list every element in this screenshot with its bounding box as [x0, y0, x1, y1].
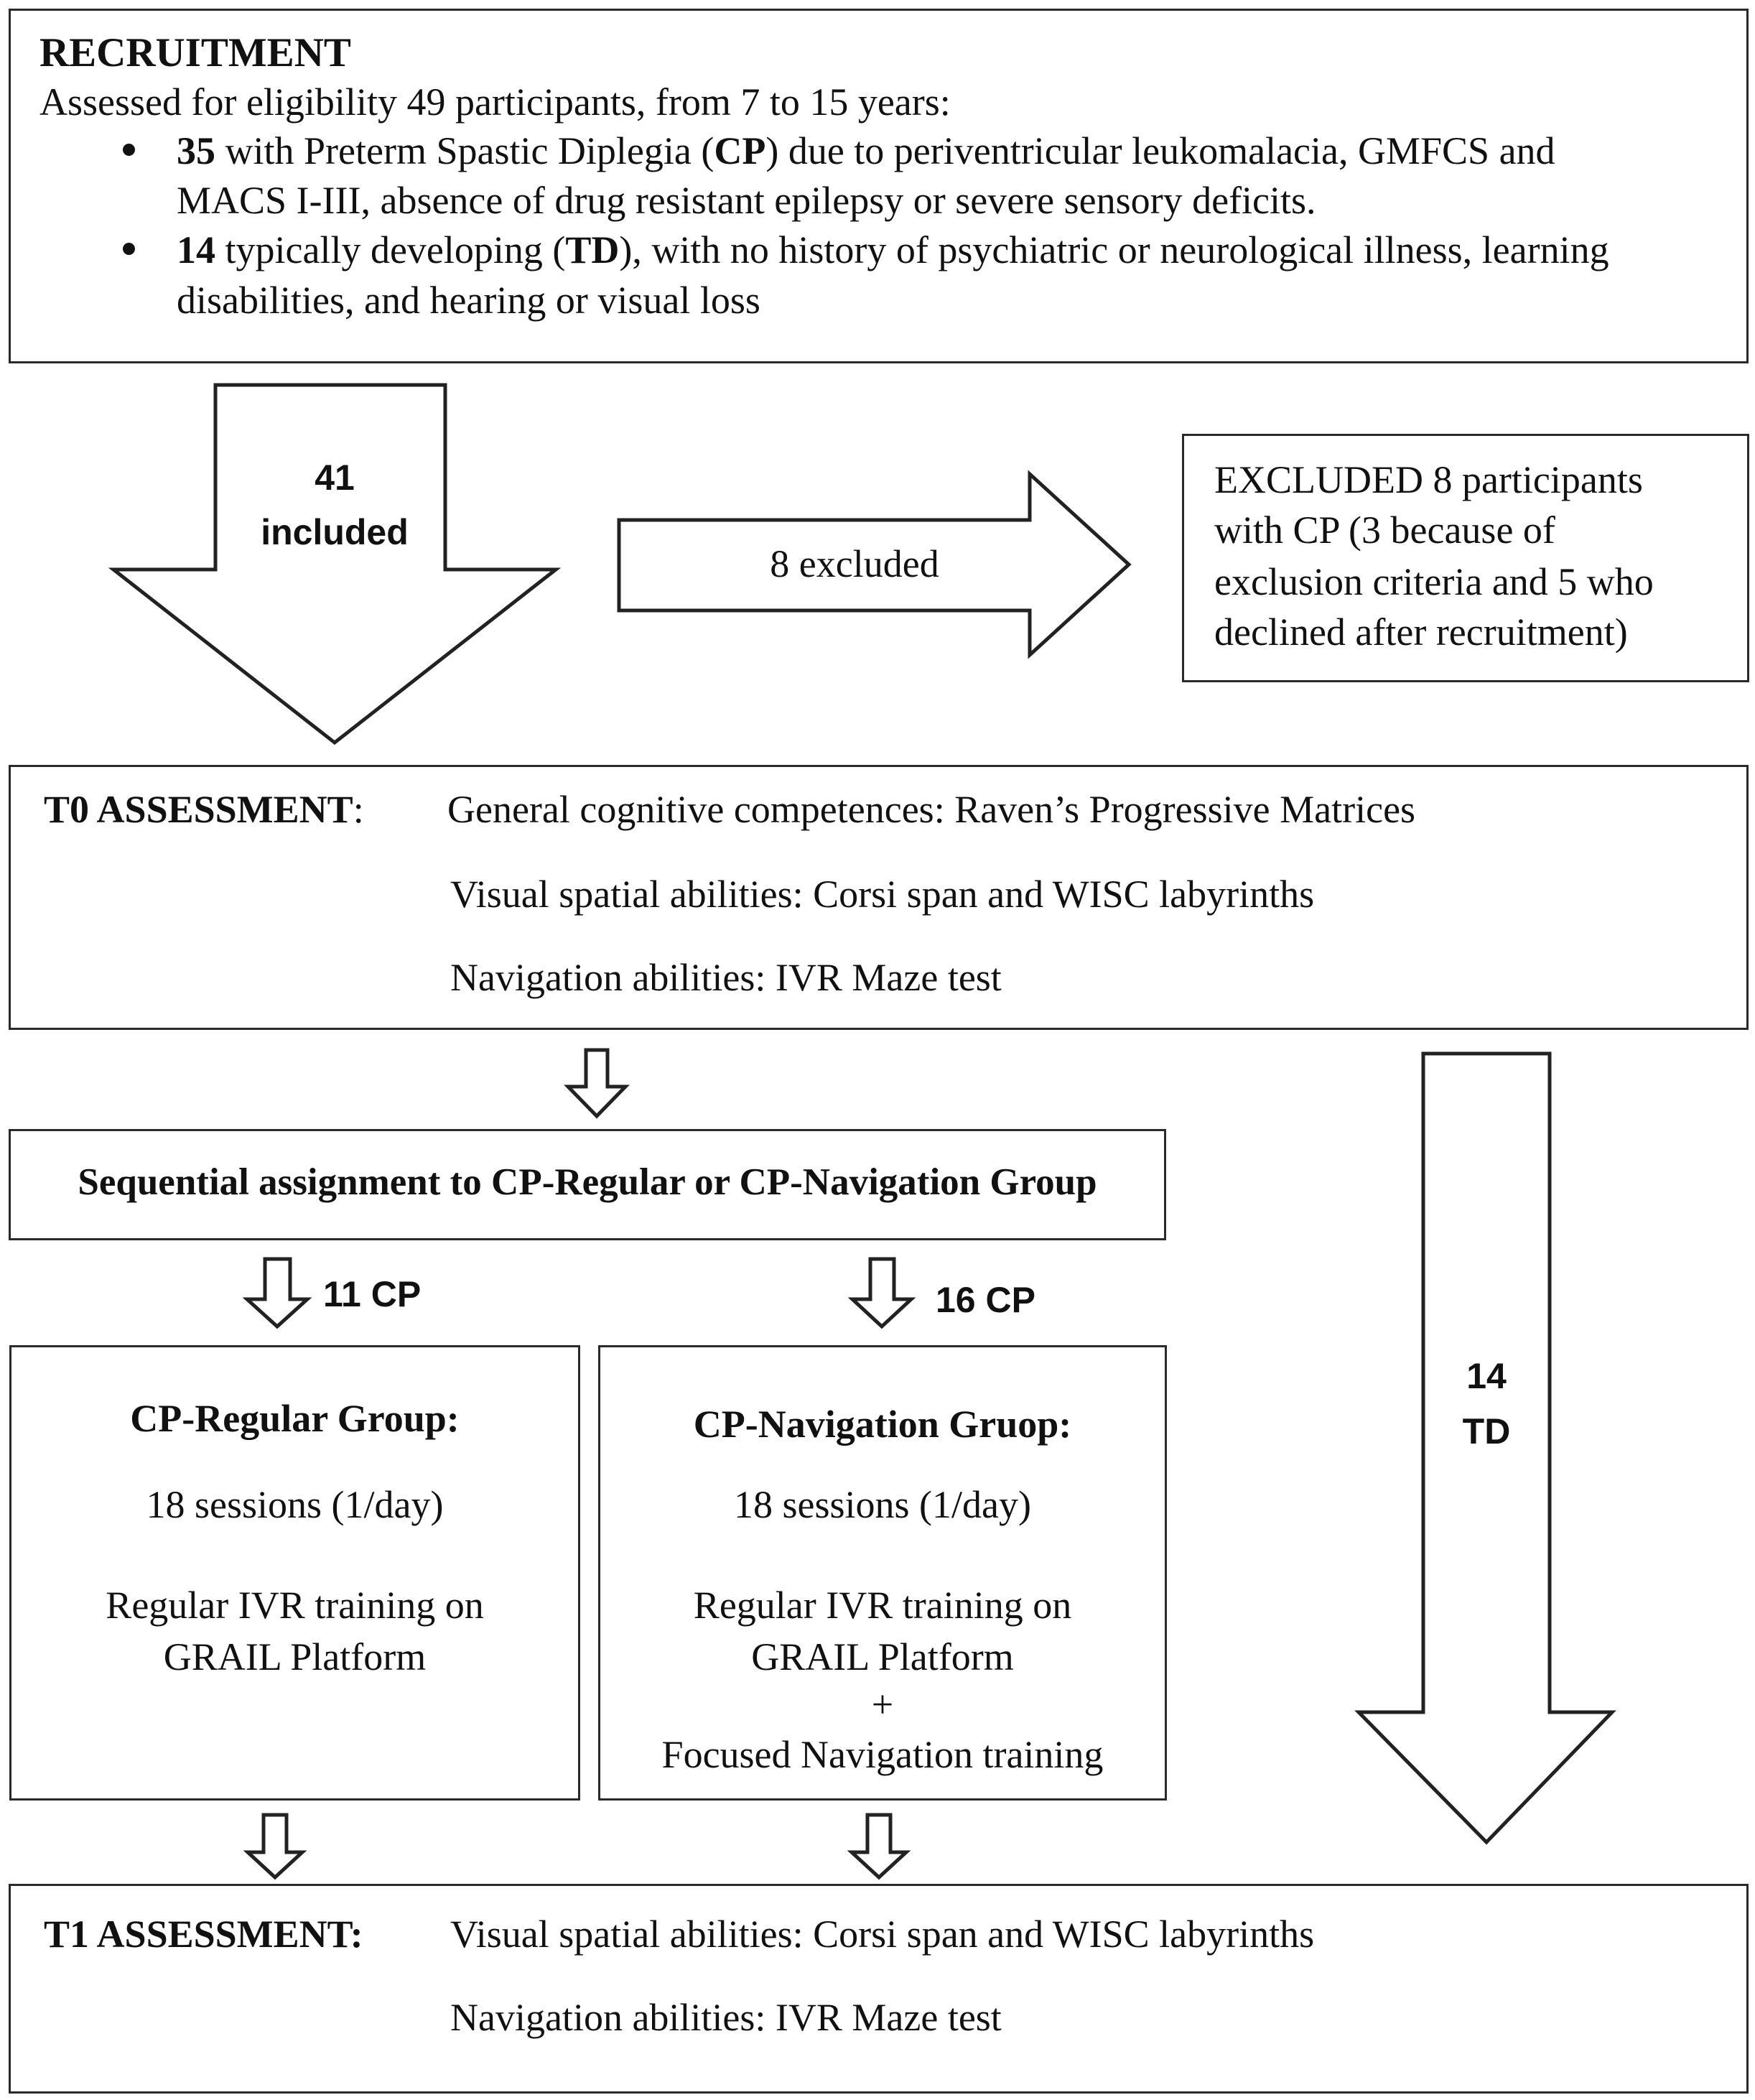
navigation-group-sessions: 18 sessions (1/day) — [734, 1483, 1031, 1526]
recruitment-title: RECRUITMENT — [39, 30, 351, 75]
td-count: 14 — [177, 228, 215, 271]
cp-text-a: with Preterm Spastic Diplegia ( — [215, 129, 714, 172]
cp-regular-group-box: CP-Regular Group: 18 sessions (1/day) Re… — [9, 1345, 580, 1801]
bullet-icon — [123, 144, 135, 156]
t0-label: T0 ASSESSMENT: — [44, 790, 364, 829]
navigation-group-plus: + — [871, 1683, 894, 1726]
td-arrow-count: 14 — [1466, 1356, 1507, 1396]
down-arrow-regular — [242, 1257, 312, 1329]
excluded-line2: with CP (3 because of — [1214, 508, 1555, 552]
t1-navigation: Navigation abilities: IVR Maze test — [450, 1996, 1002, 2039]
regular-group-training2: GRAIL Platform — [163, 1635, 427, 1678]
t1-visual-spatial: Visual spatial abilities: Corsi span and… — [450, 1913, 1315, 1956]
regular-group-sessions: 18 sessions (1/day) — [146, 1483, 444, 1526]
navigation-group-training3: Focused Navigation training — [661, 1733, 1104, 1776]
excluded-box: EXCLUDED 8 participants with CP (3 becau… — [1182, 434, 1749, 682]
t0-label-colon: : — [353, 788, 364, 831]
t0-visual-spatial: Visual spatial abilities: Corsi span and… — [450, 873, 1315, 916]
down-arrow-t0-assignment — [564, 1048, 630, 1119]
included-count: 41 — [315, 457, 355, 498]
td-abbr: TD — [565, 228, 620, 271]
down-arrow-navigation-t1 — [847, 1813, 911, 1880]
recruitment-box: RECRUITMENT Assessed for eligibility 49 … — [9, 9, 1749, 363]
regular-group-training1: Regular IVR training on — [106, 1584, 484, 1627]
navigation-group-title: CP-Navigation Gruop: — [693, 1403, 1072, 1446]
t0-assessment-box: T0 ASSESSMENT: General cognitive compete… — [9, 765, 1749, 1030]
included-label: included — [261, 512, 409, 552]
included-arrow — [108, 383, 562, 745]
down-arrow-regular-t1 — [243, 1813, 307, 1880]
t0-navigation: Navigation abilities: IVR Maze test — [450, 956, 1002, 999]
t0-cognitive: General cognitive competences: Raven’s P… — [447, 788, 1416, 831]
td-text-b: ), with no history of psychiatric or neu… — [619, 228, 1609, 271]
t1-label: T1 ASSESSMENT: — [44, 1913, 363, 1956]
down-arrow-navigation — [847, 1257, 916, 1329]
cp-criteria-line1: 35 with Preterm Spastic Diplegia (CP) du… — [177, 131, 1555, 170]
excluded-line3: exclusion criteria and 5 who — [1214, 560, 1654, 603]
cp-navigation-group-box: CP-Navigation Gruop: 18 sessions (1/day)… — [598, 1345, 1167, 1801]
bullet-icon — [123, 243, 135, 255]
cp-text-b: ) due to periventricular leukomalacia, G… — [765, 129, 1555, 172]
td-criteria-line2: disabilities, and hearing or visual loss — [177, 279, 760, 322]
t1-assessment-box: T1 ASSESSMENT: Visual spatial abilities:… — [9, 1884, 1749, 2094]
assignment-label: Sequential assignment to CP-Regular or C… — [78, 1161, 1097, 1203]
td-arrow — [1354, 1051, 1616, 1845]
navigation-count: 16 CP — [936, 1280, 1035, 1320]
navigation-group-training2: GRAIL Platform — [751, 1635, 1014, 1678]
td-criteria-line1: 14 typically developing (TD), with no hi… — [177, 231, 1609, 269]
excluded-line1: EXCLUDED 8 participants — [1214, 458, 1643, 501]
excluded-line4: declined after recruitment) — [1214, 610, 1628, 654]
regular-count: 11 CP — [323, 1274, 422, 1314]
recruitment-assessed: Assessed for eligibility 49 participants… — [39, 80, 951, 124]
cp-count: 35 — [177, 129, 215, 172]
t0-label-text: T0 ASSESSMENT — [44, 788, 353, 831]
navigation-group-training1: Regular IVR training on — [693, 1584, 1072, 1627]
td-arrow-label: TD — [1462, 1411, 1511, 1451]
excluded-arrow — [617, 470, 1132, 659]
cp-abbr: CP — [714, 129, 766, 172]
regular-group-title: CP-Regular Group: — [130, 1397, 460, 1440]
cp-criteria-line2: MACS I-III, absence of drug resistant ep… — [177, 179, 1316, 222]
assignment-box: Sequential assignment to CP-Regular or C… — [9, 1129, 1166, 1240]
excluded-arrow-label: 8 excluded — [770, 542, 939, 585]
td-text-a: typically developing ( — [215, 228, 566, 271]
